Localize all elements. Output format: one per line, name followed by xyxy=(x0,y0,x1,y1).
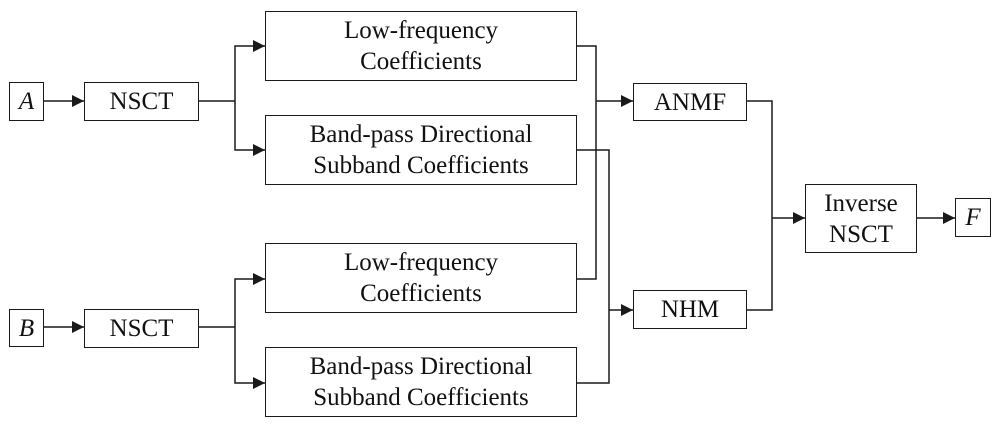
wire-low-a-to-anmf xyxy=(577,45,597,101)
low-frequency-a-line1: Low-frequency xyxy=(343,17,499,44)
anmf-box: ANMF xyxy=(633,83,747,121)
arrow-nsct-a-to-band xyxy=(234,101,265,156)
low-frequency-b-line2: Coefficients xyxy=(360,280,482,307)
band-pass-b-box: Band-pass Directional Subband Coefficien… xyxy=(265,347,577,417)
input-a-label: A xyxy=(18,88,35,115)
band-pass-b-line1: Band-pass Directional xyxy=(309,353,533,380)
arrow-nsct-b-to-band xyxy=(234,327,265,389)
arrow-nsct-a-to-low xyxy=(234,40,265,101)
wire-anmf-to-inverse xyxy=(747,100,773,218)
low-frequency-b-line1: Low-frequency xyxy=(343,249,499,276)
band-pass-a-line2: Subband Coefficients xyxy=(313,152,529,179)
input-b-label: B xyxy=(18,314,35,342)
low-frequency-b-box: Low-frequency Coefficients xyxy=(265,243,577,313)
band-pass-a-box: Band-pass Directional Subband Coefficien… xyxy=(265,115,577,185)
low-frequency-a-box: Low-frequency Coefficients xyxy=(265,11,577,81)
band-pass-b-line2: Subband Coefficients xyxy=(313,384,529,411)
nsct-b-label: NSCT xyxy=(109,315,174,342)
input-a-box: A xyxy=(9,82,44,121)
input-b-box: B xyxy=(9,309,44,347)
band-pass-a-line1: Band-pass Directional xyxy=(309,121,533,148)
nsct-b-box: NSCT xyxy=(84,309,199,348)
arrow-nsct-b-to-low xyxy=(234,273,265,327)
wire-nhm-to-inverse xyxy=(747,218,773,311)
wire-band-b-to-nhm xyxy=(577,310,610,384)
nsct-a-box: NSCT xyxy=(84,82,199,121)
output-f-label: F xyxy=(965,204,981,231)
anmf-label: ANMF xyxy=(653,88,727,116)
nhm-label: NHM xyxy=(660,296,720,323)
inverse-nsct-box: Inverse NSCT xyxy=(805,184,917,253)
wire-low-b-to-anmf xyxy=(577,101,597,280)
inverse-nsct-line2: NSCT xyxy=(829,220,893,248)
nsct-a-label: NSCT xyxy=(109,88,174,115)
output-f-box: F xyxy=(955,198,991,237)
inverse-nsct-line1: Inverse xyxy=(824,189,898,217)
low-frequency-a-line2: Coefficients xyxy=(360,48,482,75)
nhm-box: NHM xyxy=(633,290,747,329)
wire-band-a-to-nhm xyxy=(577,149,610,310)
